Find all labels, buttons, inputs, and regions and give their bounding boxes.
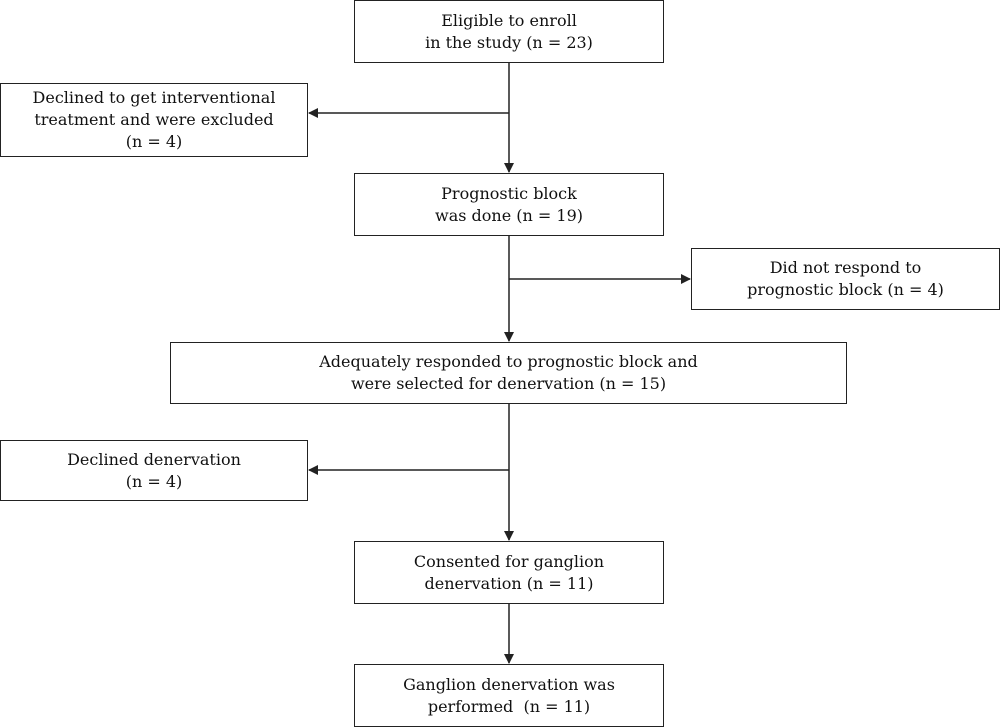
no-response-line-1: Did not respond to	[769, 258, 922, 277]
prognostic-block-line-2: was done (n = 19)	[435, 205, 583, 225]
declined-treatment-line-2: treatment and were excluded	[34, 110, 274, 129]
no-response-line-2: prognostic block (n = 4)	[747, 280, 944, 299]
declined-denervation-line-2: (n = 4)	[125, 471, 183, 491]
consented-box: Consented for ganglion denervation (n = …	[354, 541, 664, 604]
adequate-response-line-2: were selected for denervation (n = 15)	[350, 374, 667, 393]
no-response-box: Did not respond to prognostic block (n =…	[691, 248, 1000, 310]
adequate-response-box: Adequately responded to prognostic block…	[170, 342, 847, 404]
declined-treatment-box: Declined to get interventional treatment…	[0, 83, 308, 157]
eligible-box: Eligible to enroll in the study (n = 23)	[354, 0, 664, 63]
eligible-line-1: Eligible to enroll	[441, 10, 577, 30]
performed-line-2: performed (n = 11)	[427, 696, 591, 716]
declined-denervation-box: Declined denervation (n = 4)	[0, 440, 308, 501]
declined-denervation-line-1: Declined denervation	[67, 449, 241, 469]
consented-line-2: denervation (n = 11)	[424, 573, 594, 593]
performed-line-1: Ganglion denervation was	[403, 674, 615, 694]
prognostic-block-box: Prognostic block was done (n = 19)	[354, 173, 664, 236]
adequate-response-line-1: Adequately responded to prognostic block…	[319, 352, 698, 371]
declined-treatment-line-1: Declined to get interventional	[32, 88, 276, 107]
prognostic-block-line-1: Prognostic block	[441, 183, 577, 203]
declined-treatment-line-3: (n = 4)	[125, 132, 183, 151]
performed-box: Ganglion denervation was performed (n = …	[354, 664, 664, 727]
eligible-line-2: in the study (n = 23)	[425, 32, 593, 52]
consented-line-1: Consented for ganglion	[413, 551, 605, 571]
